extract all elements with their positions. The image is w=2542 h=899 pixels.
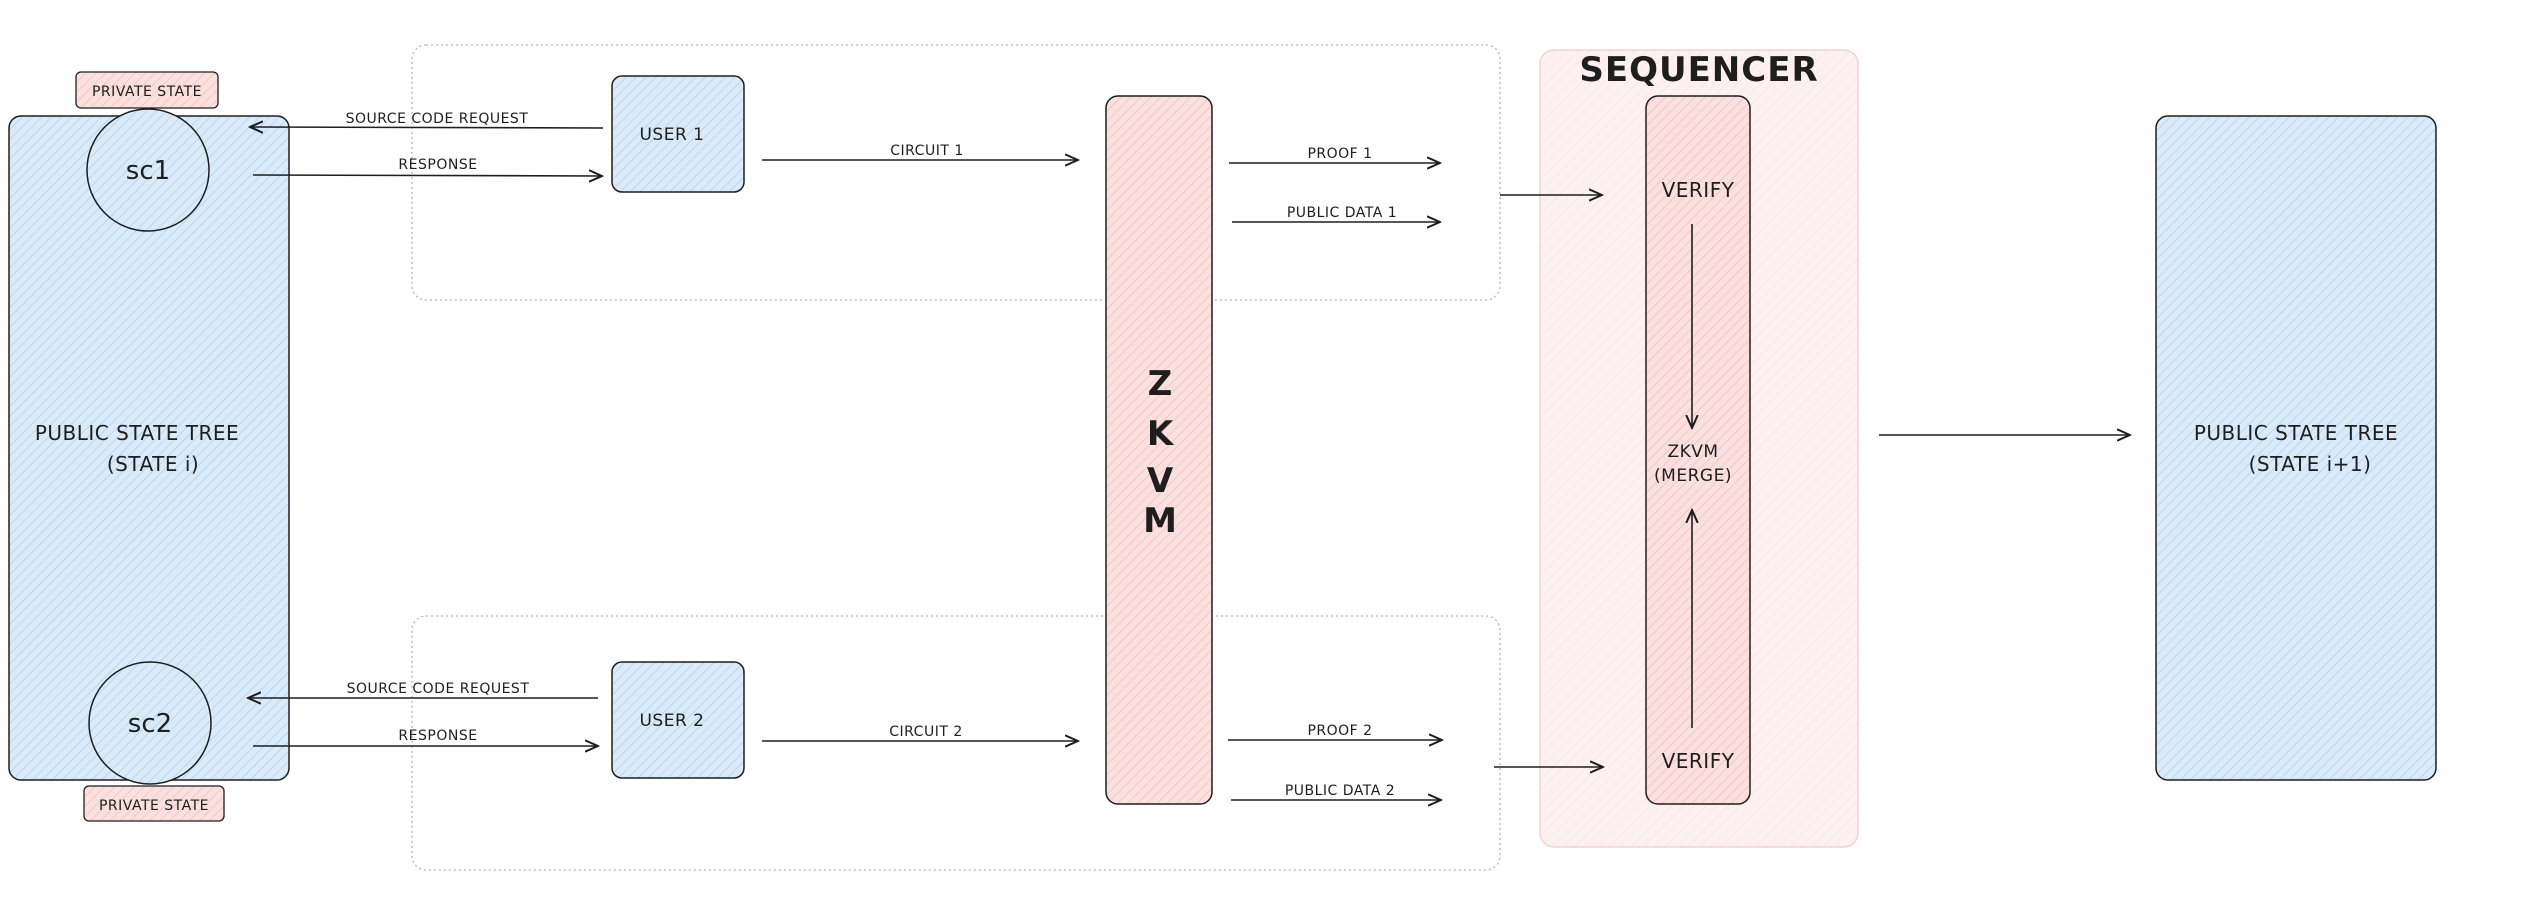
proof1-label: PROOF 1 — [1307, 146, 1372, 162]
response-arrow-1 — [252, 175, 602, 176]
zkvm-merge-line2: (MERGE) — [1654, 466, 1732, 486]
verify-column — [1645, 95, 1751, 805]
zkvm-letter-z: Z — [1148, 364, 1173, 404]
right-tree-line1: PUBLIC STATE TREE — [2194, 421, 2398, 445]
sc2-label: sc2 — [128, 709, 172, 739]
public-data2-label: PUBLIC DATA 2 — [1285, 783, 1395, 799]
user1-box — [611, 75, 745, 193]
user1-label: USER 1 — [639, 125, 704, 145]
public-state-tree-right — [2155, 115, 2437, 781]
user2-group-frame — [411, 615, 1501, 871]
circuit1-label: CIRCUIT 1 — [890, 143, 964, 159]
private-state-bottom-box — [83, 785, 225, 822]
left-tree-line2: (STATE i) — [107, 452, 199, 476]
private-state-bottom: PRIVATE STATE — [99, 798, 209, 814]
circuit2-label: CIRCUIT 2 — [889, 724, 963, 740]
public-data1-label: PUBLIC DATA 1 — [1287, 205, 1397, 221]
sc1-label: sc1 — [126, 156, 170, 186]
private-state-top-box — [75, 71, 219, 109]
right-tree-line2: (STATE i+1) — [2249, 452, 2372, 476]
zkvm-merge-line1: ZKVM — [1667, 442, 1718, 462]
zkvm-column — [1105, 95, 1213, 805]
user2-label: USER 2 — [639, 711, 704, 731]
zkvm-letter-v: V — [1147, 461, 1174, 501]
verify-bottom-label: VERIFY — [1662, 749, 1735, 773]
proof2-label: PROOF 2 — [1307, 723, 1372, 739]
response-label-2: RESPONSE — [398, 728, 477, 744]
user2-box — [611, 661, 745, 779]
response-label-1: RESPONSE — [398, 157, 477, 173]
left-tree-line1: PUBLIC STATE TREE — [35, 421, 239, 445]
source-code-request-arrow-1 — [250, 127, 604, 128]
private-state-top: PRIVATE STATE — [92, 84, 202, 100]
source-code-request-label-1: SOURCE CODE REQUEST — [346, 111, 529, 127]
zkvm-letter-k: K — [1147, 414, 1175, 454]
verify-top-label: VERIFY — [1662, 178, 1735, 202]
user1-group-frame — [411, 44, 1501, 301]
source-code-request-label-2: SOURCE CODE REQUEST — [347, 681, 530, 697]
zkvm-letter-m: M — [1143, 501, 1177, 541]
sc1-circle — [86, 108, 210, 232]
sc2-circle — [88, 661, 212, 785]
sequencer-title: SEQUENCER — [1579, 50, 1818, 90]
